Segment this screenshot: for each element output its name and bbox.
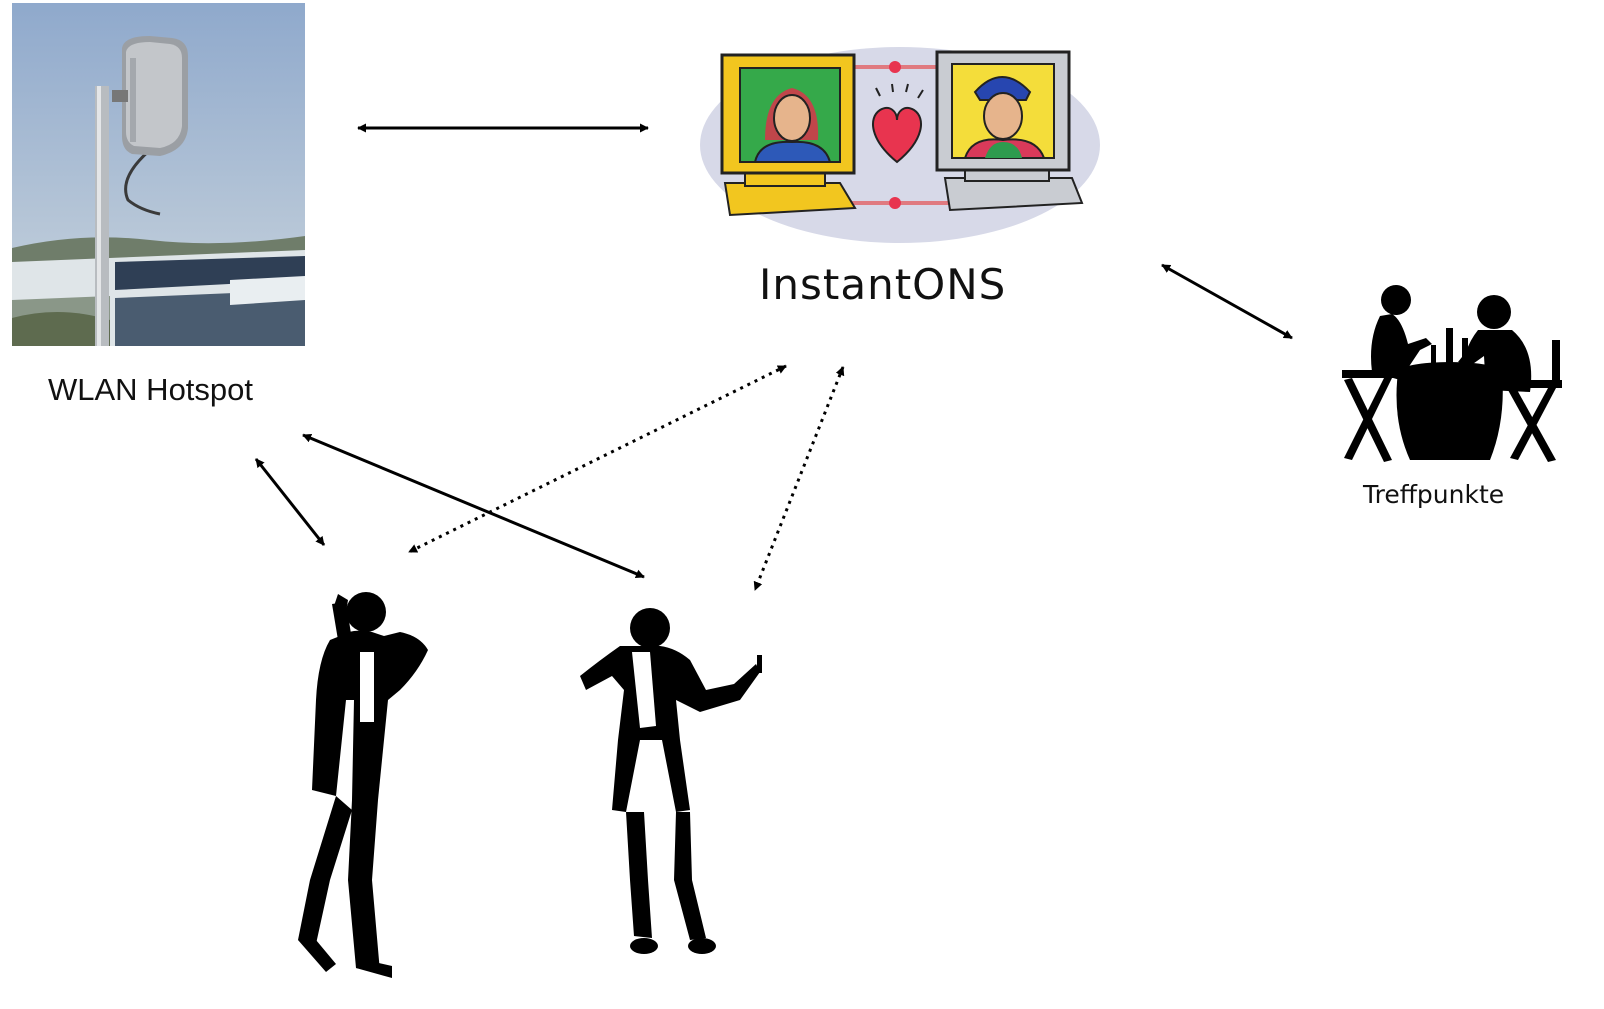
instantons-illustration — [700, 47, 1100, 243]
hotspot-label: WLAN Hotspot — [48, 372, 253, 407]
monitor-left — [720, 53, 857, 217]
edge-instantons-treffpunkte — [1161, 263, 1293, 340]
edge-hotspot-man — [254, 458, 326, 546]
man-silhouette — [298, 592, 428, 978]
edge-instantons-man — [408, 364, 787, 554]
edge-hotspot-woman — [302, 433, 645, 579]
hotspot-photo — [12, 3, 305, 346]
edge-instantons-woman — [753, 366, 845, 591]
heart-icon — [872, 83, 924, 164]
treffpunkte-label: Treffpunkte — [1362, 480, 1504, 509]
woman-silhouette — [580, 608, 762, 954]
instantons-label: InstantONS — [759, 260, 1006, 309]
treffpunkte-illustration — [1342, 285, 1562, 462]
monitor-right — [935, 50, 1084, 212]
